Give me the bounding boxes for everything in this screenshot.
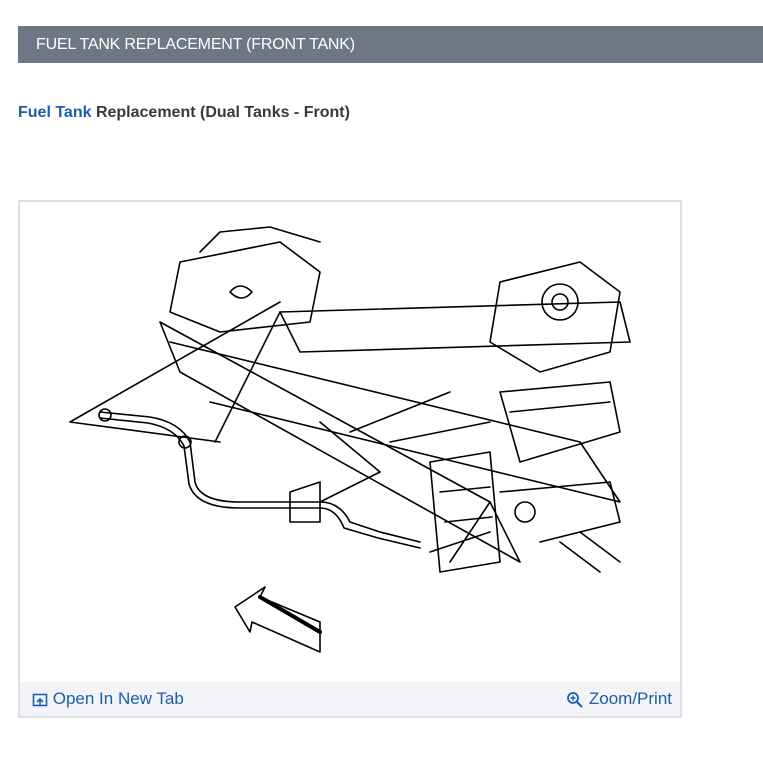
engine-block [169, 241, 321, 333]
open-in-new-tab-icon [32, 693, 48, 706]
fuel-line [99, 411, 421, 543]
fuel-tank-diagram[interactable] [20, 202, 680, 682]
zoom-in-icon [567, 691, 583, 708]
subtitle-rest: Replacement (Dual Tanks - Front) [91, 104, 350, 121]
open-in-new-tab-label: Open In New Tab [52, 689, 184, 708]
frame-rail-cross [169, 341, 621, 503]
tank-shield [499, 381, 621, 463]
mount-bracket [429, 451, 501, 573]
previous-section-cutoff [0, 0, 763, 8]
page-subtitle: Fuel Tank Replacement (Dual Tanks - Fron… [18, 104, 350, 122]
section-title: FUEL TANK REPLACEMENT (FRONT TANK) [36, 36, 355, 53]
zoom-print-button[interactable]: Zoom/Print [566, 682, 672, 716]
open-in-new-tab-button[interactable]: Open In New Tab [32, 682, 184, 716]
callout-lines [69, 301, 491, 563]
frame-rail-left [159, 321, 521, 563]
figure-container: Open In New Tab Zoom/Print [18, 200, 682, 718]
frame-rail-right [279, 301, 631, 353]
section-header: FUEL TANK REPLACEMENT (FRONT TANK) [18, 26, 763, 63]
front-direction-arrow [234, 586, 321, 653]
figure-footer: Open In New Tab Zoom/Print [20, 682, 680, 716]
zoom-print-label: Zoom/Print [588, 689, 672, 708]
fuel-tank-link[interactable]: Fuel Tank [18, 104, 92, 121]
cutoff-link-fragment [30, 0, 34, 7]
rear-housing [489, 261, 621, 373]
